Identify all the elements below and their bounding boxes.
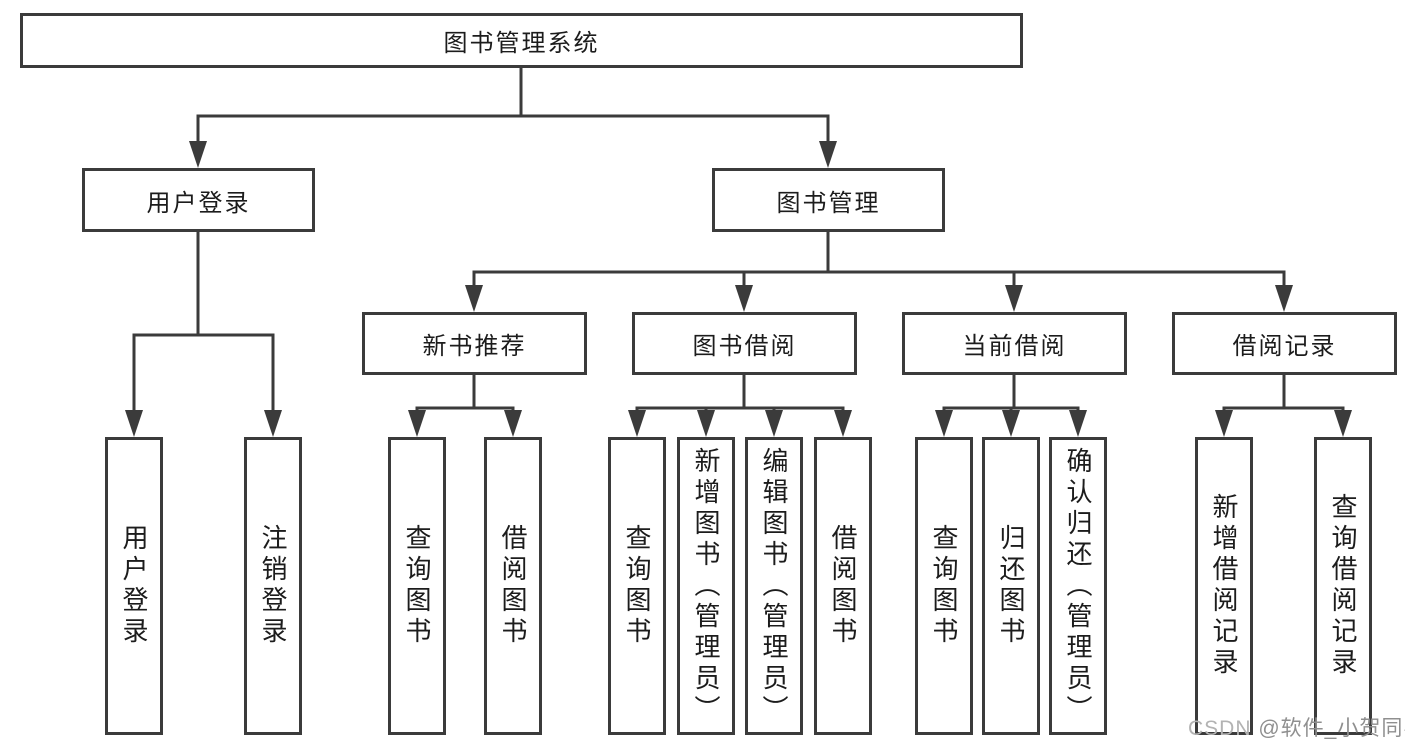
watermark-author: @软件_小贺同学 xyxy=(1258,717,1405,740)
arrowhead xyxy=(765,410,783,437)
leaf-query-books-recommend: 查询图书 xyxy=(388,437,446,735)
node-label: 借阅图书 xyxy=(828,524,858,648)
node-label: 查询图书 xyxy=(929,524,959,648)
leaf-add-borrow-record: 新增借阅记录 xyxy=(1195,437,1253,735)
node-label: 新书推荐 xyxy=(422,333,527,360)
node-label: 查询借阅记录 xyxy=(1328,493,1358,679)
arrowhead xyxy=(264,410,282,437)
arrowhead xyxy=(697,410,715,437)
leaf-return-book: 归还图书 xyxy=(982,437,1040,735)
connector-records-to-leaves xyxy=(1222,375,1345,414)
arrowhead xyxy=(1002,410,1020,437)
node-label: 新增图书（管理员） xyxy=(691,446,721,726)
node-library-system: 图书管理系统 xyxy=(20,13,1023,68)
node-label: 编辑图书（管理员） xyxy=(759,446,789,726)
leaf-query-books-current: 查询图书 xyxy=(915,437,973,735)
arrowhead xyxy=(935,410,953,437)
arrowhead xyxy=(834,410,852,437)
arrowhead xyxy=(504,410,522,437)
leaf-borrow-books-recommend: 借阅图书 xyxy=(484,437,542,735)
arrowhead xyxy=(1275,285,1293,312)
node-label: 借阅图书 xyxy=(498,524,528,648)
node-label: 图书借阅 xyxy=(692,333,797,360)
connector-root-to-level2 xyxy=(196,68,830,145)
node-label: 新增借阅记录 xyxy=(1209,493,1239,679)
connector-bookmgmt-to-level3 xyxy=(472,232,1286,289)
leaf-query-books-borrow: 查询图书 xyxy=(608,437,666,735)
leaf-query-borrow-record: 查询借阅记录 xyxy=(1314,437,1372,735)
arrowhead xyxy=(1069,410,1087,437)
node-label: 查询图书 xyxy=(622,524,652,648)
leaf-edit-book-admin: 编辑图书（管理员） xyxy=(745,437,803,735)
node-new-book-recommend: 新书推荐 xyxy=(362,312,587,375)
arrowhead xyxy=(1334,410,1352,437)
leaf-confirm-return-admin: 确认归还（管理员） xyxy=(1049,437,1107,735)
leaf-add-book-admin: 新增图书（管理员） xyxy=(677,437,735,735)
leaf-logout: 注销登录 xyxy=(244,437,302,735)
leaf-user-login: 用户登录 xyxy=(105,437,163,735)
node-user-login: 用户登录 xyxy=(82,168,315,232)
watermark: CSDN @软件_小贺同学 xyxy=(1188,712,1405,742)
arrowhead xyxy=(1005,285,1023,312)
node-label: 图书管理 xyxy=(776,189,881,217)
arrowhead xyxy=(628,410,646,437)
node-label: 用户登录 xyxy=(146,189,251,217)
connector-userlogin-to-leaves xyxy=(132,232,275,414)
connector-current-to-leaves xyxy=(942,375,1080,414)
node-label: 归还图书 xyxy=(996,524,1026,648)
arrowhead xyxy=(408,410,426,437)
node-label: 借阅记录 xyxy=(1232,333,1337,360)
arrowhead xyxy=(125,410,143,437)
arrowhead xyxy=(735,285,753,312)
leaf-borrow-books-borrow: 借阅图书 xyxy=(814,437,872,735)
node-label: 图书管理系统 xyxy=(443,30,600,57)
connector-borrow-to-leaves xyxy=(635,375,845,414)
node-label: 确认归还（管理员） xyxy=(1063,446,1093,726)
node-book-management: 图书管理 xyxy=(712,168,945,232)
node-book-borrow: 图书借阅 xyxy=(632,312,857,375)
node-label: 当前借阅 xyxy=(962,333,1067,360)
node-current-borrow: 当前借阅 xyxy=(902,312,1127,375)
node-borrow-records: 借阅记录 xyxy=(1172,312,1397,375)
node-label: 用户登录 xyxy=(119,524,149,648)
connector-recommend-to-leaves xyxy=(415,375,515,414)
node-label: 查询图书 xyxy=(402,524,432,648)
arrowhead xyxy=(1215,410,1233,437)
arrowhead xyxy=(465,285,483,312)
arrowhead xyxy=(819,141,837,168)
arrowhead xyxy=(189,141,207,168)
node-label: 注销登录 xyxy=(258,524,288,648)
watermark-brand: CSDN xyxy=(1188,717,1259,740)
